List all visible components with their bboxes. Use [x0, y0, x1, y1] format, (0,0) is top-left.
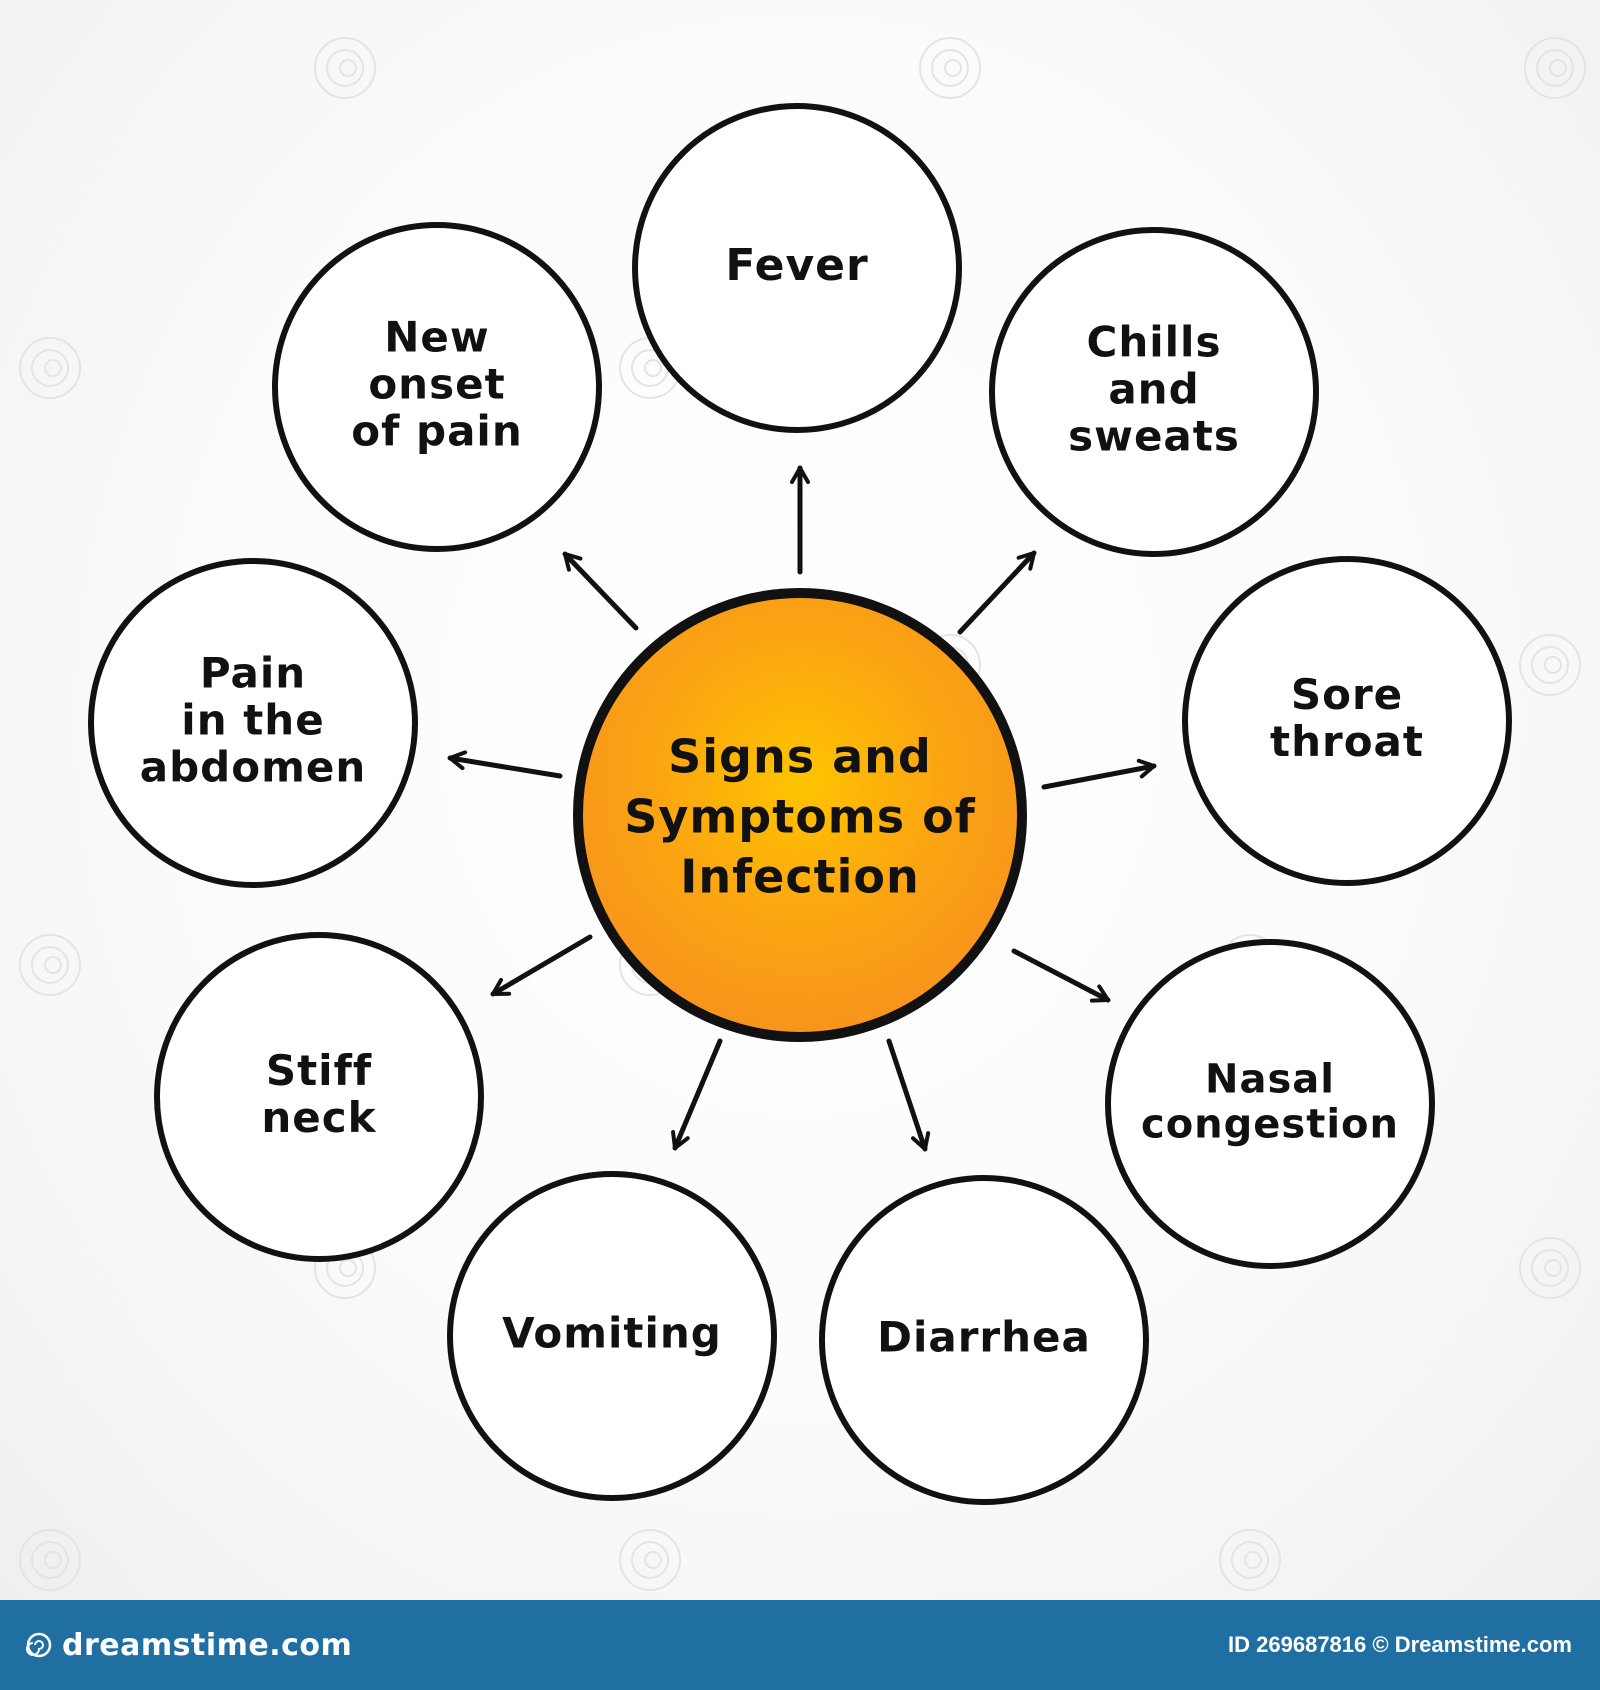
center-circle — [573, 588, 1027, 1042]
node-label-line: Fever — [725, 240, 868, 291]
spiral-watermark-icon — [314, 37, 376, 99]
arrow-to-chills-and-sweats — [957, 550, 1037, 635]
spiral-watermark-icon — [19, 934, 81, 996]
footer-bar: dreamstime.com ID 269687816 © Dreamstime… — [0, 1600, 1600, 1690]
node-label-line: of pain — [351, 407, 522, 456]
footer-logo[interactable]: dreamstime.com — [26, 1628, 352, 1663]
arrow-layer — [447, 465, 1157, 1152]
footer-logo-text: dreamstime.com — [62, 1627, 353, 1663]
node-label-line: sweats — [1068, 412, 1240, 461]
mind-map: FeverChillsandsweatsSorethroatNasalconge… — [19, 37, 1586, 1591]
node-circle — [819, 1175, 1149, 1505]
node-circle — [632, 103, 962, 433]
spiral-watermark-icon — [19, 1529, 81, 1591]
node-circle — [989, 227, 1319, 557]
node-circle — [272, 222, 602, 552]
node-circle — [88, 558, 418, 888]
node-fever: Fever — [632, 103, 962, 433]
node-label-line: abdomen — [140, 743, 366, 792]
arrow-to-pain-in-the-abdomen — [447, 750, 563, 779]
node-vomiting: Vomiting — [447, 1171, 777, 1501]
node-layer: FeverChillsandsweatsSorethroatNasalconge… — [88, 103, 1512, 1505]
center-label-line-1: Signs and — [668, 730, 932, 784]
node-label-line: New — [384, 312, 489, 361]
node-circle — [1105, 939, 1435, 1269]
spiral-watermark-icon — [1519, 634, 1581, 696]
arrow-to-nasal-congestion — [1011, 948, 1111, 1003]
center-label-line-3: Infection — [680, 850, 919, 904]
spiral-logo-icon — [26, 1632, 52, 1658]
node-label-line: Stiff — [266, 1046, 372, 1095]
spiral-watermark-icon — [1219, 1529, 1281, 1591]
node-label-line: throat — [1270, 717, 1424, 766]
spiral-watermark-icon — [619, 1529, 681, 1591]
node-label-line: onset — [368, 360, 505, 409]
center-node: Signs and Symptoms of Infection — [573, 588, 1027, 1042]
node-label-line: Chills — [1087, 317, 1222, 366]
node-label-line: in the — [181, 696, 324, 745]
node-diarrhea: Diarrhea — [819, 1175, 1149, 1505]
node-label-line: and — [1108, 365, 1199, 414]
arrow-to-stiff-neck — [490, 934, 593, 997]
node-circle — [447, 1171, 777, 1501]
arrow-to-vomiting — [671, 1038, 723, 1151]
node-label-line: Pain — [200, 648, 306, 697]
node-circle — [154, 932, 484, 1262]
arrow-to-sore-throat — [1041, 758, 1157, 790]
node-circle — [1182, 556, 1512, 886]
node-label-line: neck — [261, 1093, 376, 1142]
spiral-watermark-icon — [1519, 1237, 1581, 1299]
center-label-line-2: Symptoms of — [624, 790, 976, 844]
arrow-to-new-onset-of-pain — [562, 551, 639, 631]
spiral-watermark-icon — [19, 337, 81, 399]
node-label-line: Sore — [1291, 670, 1403, 719]
node-label-line: Nasal — [1205, 1057, 1335, 1103]
spiral-watermark-icon — [919, 37, 981, 99]
footer-credit-text: ID 269687816 © Dreamstime.com — [1228, 1632, 1572, 1657]
node-label-line: Vomiting — [502, 1309, 722, 1358]
footer-credit: ID 269687816 © Dreamstime.com — [1228, 1632, 1572, 1658]
arrow-to-diarrhea — [886, 1038, 931, 1152]
spiral-watermark-icon — [1524, 37, 1586, 99]
node-label-line: congestion — [1141, 1101, 1399, 1147]
node-label-line: Diarrhea — [877, 1313, 1091, 1362]
